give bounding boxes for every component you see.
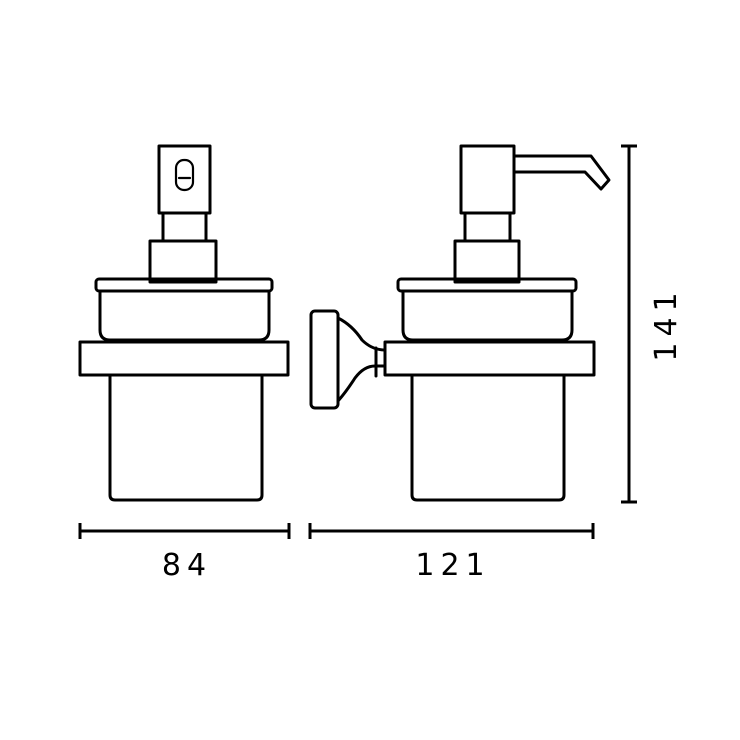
wall-mount-arm-lower — [336, 364, 387, 403]
wall-mount-arm — [336, 316, 387, 352]
front-lid — [94, 277, 274, 293]
side-pump-collar — [463, 211, 512, 243]
front-view-dispenser — [78, 144, 290, 502]
side-holder-ring — [383, 340, 596, 377]
side-spout — [512, 154, 611, 191]
front-pump-collar — [161, 211, 208, 243]
side-lid — [396, 277, 578, 293]
front-holder-ring — [78, 340, 290, 377]
dimension-label-121: 121 — [415, 548, 490, 583]
dimension-height: 141 — [621, 144, 684, 504]
dimension-label-84: 84 — [162, 548, 212, 583]
side-glass-upper — [401, 289, 574, 342]
wall-mount-plate — [309, 309, 340, 410]
front-pump-stem — [148, 239, 218, 284]
front-glass-upper — [98, 289, 271, 342]
front-glass-lower — [108, 373, 264, 502]
front-pump-head — [157, 144, 212, 215]
dimension-front-width: 84 — [78, 523, 291, 583]
dimension-label-141: 141 — [649, 286, 684, 361]
dimension-side-width: 121 — [308, 523, 595, 583]
front-nozzle-hole — [174, 158, 195, 192]
side-glass-lower — [410, 373, 566, 502]
side-pump-head — [459, 144, 516, 215]
side-view-dispenser — [309, 144, 611, 502]
side-pump-stem — [453, 239, 521, 284]
